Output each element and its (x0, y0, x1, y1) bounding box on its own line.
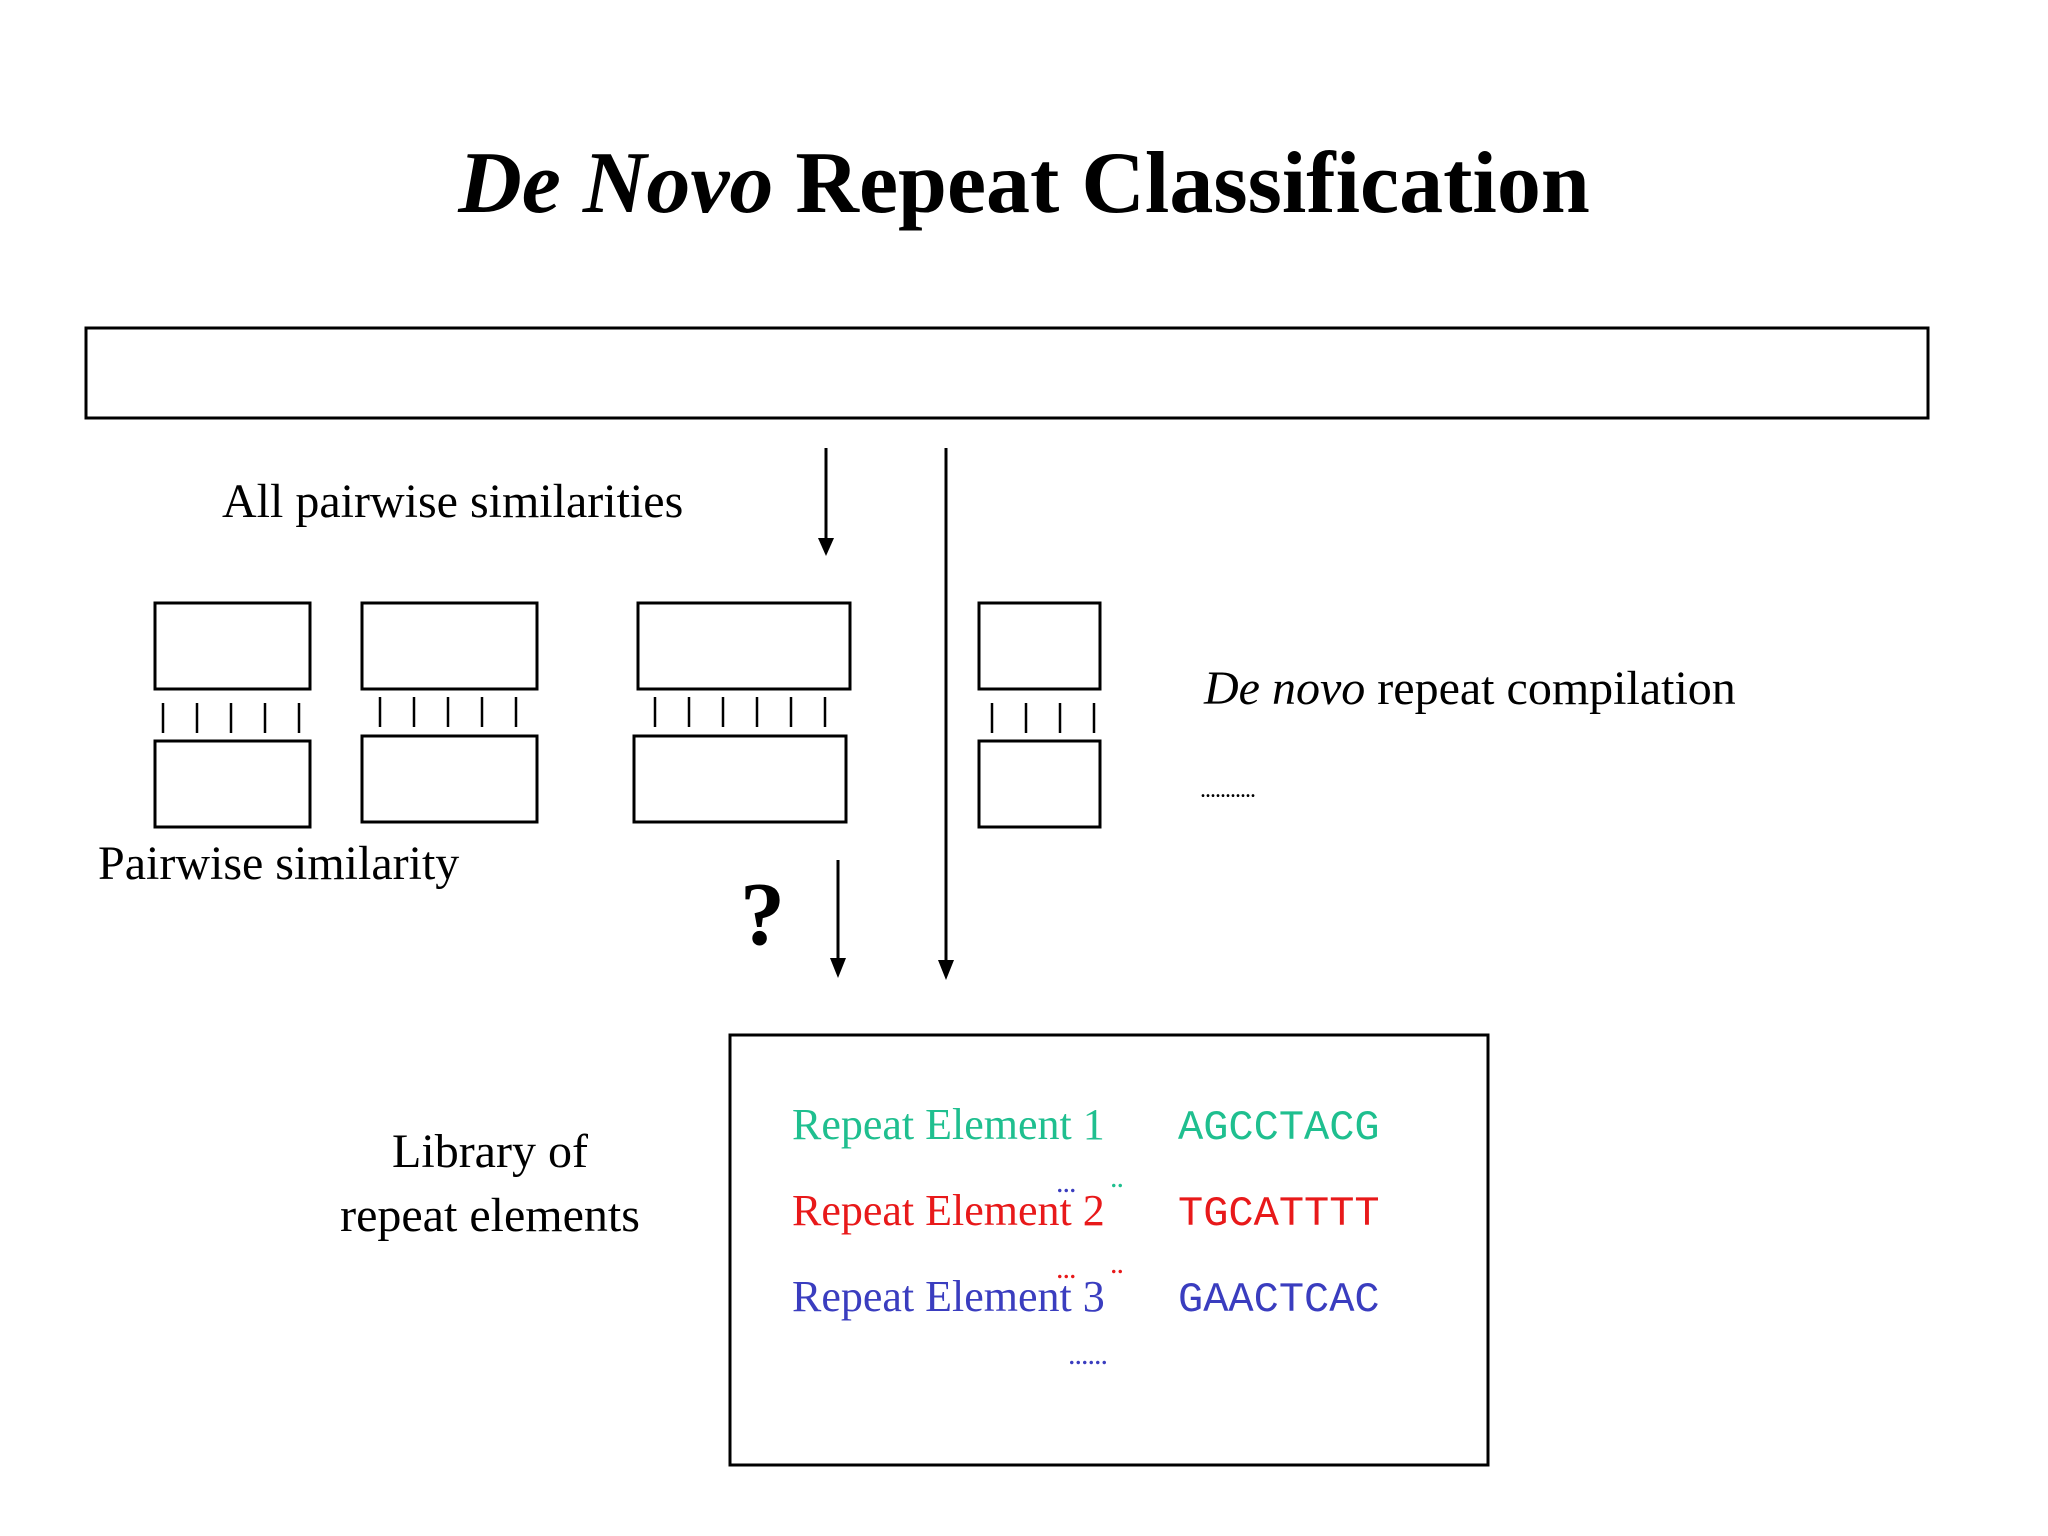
pair-2-bottom-box (360, 734, 539, 824)
repeat-element-2-name: Repeat Element 2 (792, 1186, 1105, 1235)
arrow-de-novo-compilation (938, 448, 954, 980)
library-label-line-2: repeat elements (340, 1189, 640, 1242)
similarity-pair-3 (632, 601, 852, 824)
pair-2-match-ticks (378, 697, 518, 727)
repeat-element-3-sequence: GAACTCAC (1178, 1276, 1380, 1324)
slide-title: De Novo Repeat Classification (0, 140, 2048, 228)
pairwise-similarity-label: Pairwise similarity (98, 837, 460, 890)
library-more-ellipsis: ...... (1068, 1338, 1108, 1371)
genome-sequence-bar (84, 326, 1930, 420)
arrow-to-pairwise (818, 448, 834, 556)
separator-dots-3: ... (1056, 1252, 1076, 1285)
library-label: Library of repeat elements (300, 1120, 680, 1248)
pair-3-bottom-box (632, 734, 848, 824)
separator-dots-4: .. (1110, 1247, 1124, 1280)
arrow-pairwise-to-library (830, 860, 846, 978)
separator-dots-1: ... (1056, 1166, 1076, 1199)
compilation-ellipsis: ........... (1200, 777, 1256, 803)
title-rest: Repeat Classification (773, 135, 1590, 232)
repeat-element-2-sequence: TGCATTTT (1178, 1190, 1380, 1238)
pair-4-bottom-box (977, 739, 1102, 829)
de-novo-compilation-label: De novo repeat compilation (1204, 665, 1736, 713)
repeat-element-3-name: Repeat Element 3 (792, 1272, 1105, 1321)
repeat-element-1-name: Repeat Element 1 (792, 1100, 1105, 1149)
pair-1-match-ticks (161, 703, 301, 733)
pair-3-match-ticks (653, 697, 827, 727)
compilation-rest: repeat compilation (1365, 662, 1736, 715)
question-mark: ? (740, 865, 785, 964)
separator-dots-2: .. (1110, 1161, 1124, 1194)
similarity-pair-2 (360, 601, 539, 824)
similarity-pair-1 (153, 601, 312, 829)
title-italic: De Novo (458, 135, 774, 232)
pair-3-top-box (636, 601, 852, 691)
similarity-pair-4 (977, 601, 1102, 829)
compilation-italic: De novo (1204, 662, 1366, 715)
pair-4-match-ticks (990, 703, 1096, 733)
library-label-line-1: Library of (392, 1125, 588, 1178)
pair-2-top-box (360, 601, 539, 691)
pair-1-bottom-box (153, 739, 312, 829)
pair-1-top-box (153, 601, 312, 691)
pair-4-top-box (977, 601, 1102, 691)
all-pairwise-label: All pairwise similarities (222, 475, 684, 528)
repeat-element-1-sequence: AGCCTACG (1178, 1104, 1380, 1152)
library-box (728, 1033, 1490, 1467)
